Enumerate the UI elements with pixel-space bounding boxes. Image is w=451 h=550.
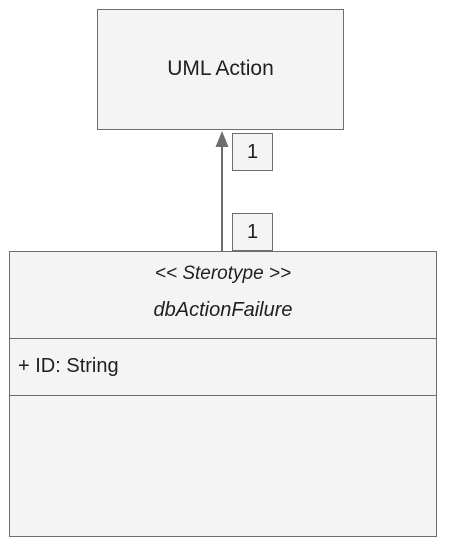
uml-action-class-name: UML Action <box>167 56 274 80</box>
stereotype-label: << Sterotype >> <box>154 262 292 284</box>
uml-action-class[interactable]: UML Action <box>97 9 344 130</box>
class-name-label: dbActionFailure <box>153 298 293 321</box>
arrowhead-icon <box>215 131 229 147</box>
attributes-compartment[interactable]: + ID: String <box>10 339 436 396</box>
attribute-item[interactable]: + ID: String <box>18 355 119 377</box>
class-header-compartment: << Sterotype >> dbActionFailure <box>10 252 436 339</box>
multiplicity-target-label[interactable]: 1 <box>232 133 273 171</box>
multiplicity-source-label[interactable]: 1 <box>232 213 273 251</box>
db-action-failure-class[interactable]: << Sterotype >> dbActionFailure + ID: St… <box>9 251 437 537</box>
operations-compartment[interactable] <box>10 396 436 536</box>
